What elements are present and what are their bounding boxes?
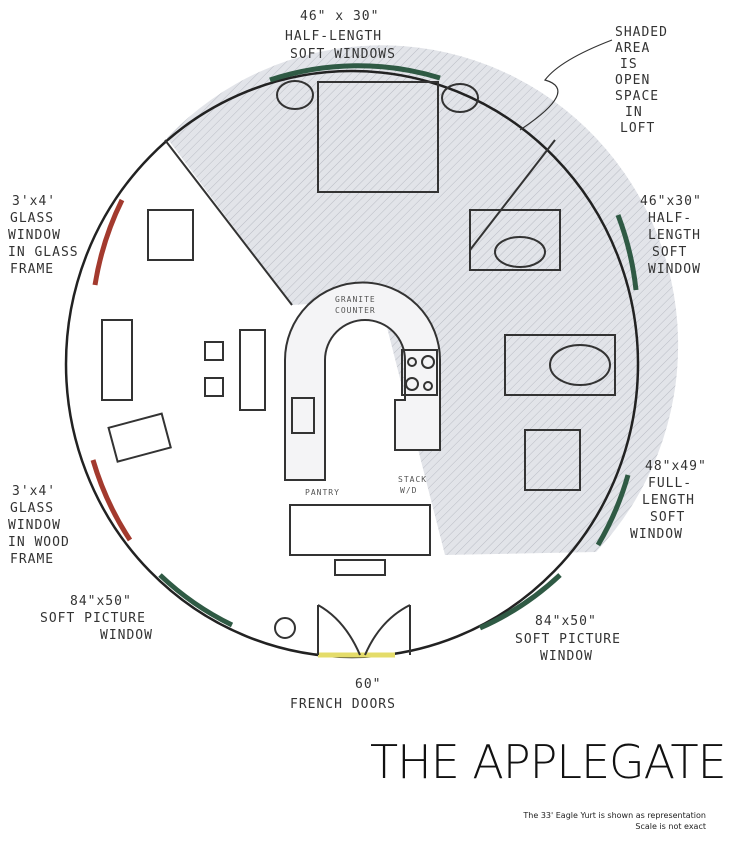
- label-doors-size: 60": [355, 677, 381, 692]
- label-stack-wd: STACK: [398, 475, 427, 484]
- arrow-icon: [519, 39, 613, 131]
- label-full-length: WINDOW: [630, 527, 683, 542]
- label-top-window: SOFT WINDOWS: [290, 47, 396, 62]
- label-left-glass: 3'x4': [12, 194, 56, 209]
- plan-title: THE APPLEGATE: [370, 735, 727, 789]
- label-left-glass: FRAME: [10, 262, 54, 277]
- label-left-glass: WINDOW: [8, 228, 61, 243]
- label-top-window-size: 46" x 30": [300, 9, 379, 24]
- window-full-length: [595, 474, 631, 547]
- label-full-length: 48"x49": [645, 459, 707, 474]
- label-picture-right: 84"x50": [535, 614, 597, 629]
- label-right-window: HALF-: [648, 211, 692, 226]
- label-stack-wd: W/D: [400, 486, 417, 495]
- label-shaded-note: SPACE: [615, 89, 659, 104]
- label-picture-right: SOFT PICTURE: [515, 632, 621, 647]
- label-picture-left: 84"x50": [70, 594, 132, 609]
- window-left-glass-frame: [92, 198, 125, 286]
- label-right-window: 46"x30": [640, 194, 702, 209]
- label-right-window: WINDOW: [648, 262, 701, 277]
- loft-shaded-area: [167, 45, 679, 555]
- label-full-length: LENGTH: [642, 493, 695, 508]
- label-shaded-note: IN: [625, 105, 643, 120]
- label-picture-left: WINDOW: [100, 628, 153, 643]
- label-shaded-note: AREA: [615, 41, 650, 56]
- scale-note: The 33' Eagle Yurt is shown as represent…: [523, 810, 706, 832]
- label-shaded-note: LOFT: [620, 121, 655, 136]
- window-right-soft: [615, 214, 639, 291]
- label-pantry: PANTRY: [305, 488, 340, 497]
- label-left-wood: GLASS: [10, 501, 54, 516]
- label-picture-right: WINDOW: [540, 649, 593, 664]
- annotations: 46" x 30" HALF-LENGTH SOFT WINDOWS SHADE…: [8, 9, 707, 712]
- note-line-1: The 33' Eagle Yurt is shown as represent…: [523, 811, 706, 820]
- label-left-glass: GLASS: [10, 211, 54, 226]
- label-right-window: LENGTH: [648, 228, 701, 243]
- label-granite-counter: COUNTER: [335, 306, 376, 315]
- window-picture-right: [478, 573, 562, 631]
- label-right-window: SOFT: [652, 245, 687, 260]
- label-left-wood: 3'x4': [12, 484, 56, 499]
- label-full-length: SOFT: [650, 510, 685, 525]
- label-french-doors: FRENCH DOORS: [290, 697, 396, 712]
- label-left-wood: WINDOW: [8, 518, 61, 533]
- label-top-window: HALF-LENGTH: [285, 29, 382, 44]
- interior-walls: [101, 80, 616, 656]
- label-left-wood: IN WOOD: [8, 535, 70, 550]
- note-line-2: Scale is not exact: [635, 822, 706, 831]
- label-full-length: FULL-: [648, 476, 692, 491]
- label-left-wood: FRAME: [10, 552, 54, 567]
- label-shaded-note: SHADED: [615, 25, 668, 40]
- label-picture-left: SOFT PICTURE: [40, 611, 146, 626]
- window-picture-left: [158, 573, 234, 628]
- window-top-soft: [269, 63, 441, 83]
- label-left-glass: IN GLASS: [8, 245, 79, 260]
- label-shaded-note: IS: [620, 57, 638, 72]
- window-left-wood-frame: [90, 459, 133, 542]
- label-granite-counter: GRANITE: [335, 295, 376, 304]
- label-shaded-note: OPEN: [615, 73, 650, 88]
